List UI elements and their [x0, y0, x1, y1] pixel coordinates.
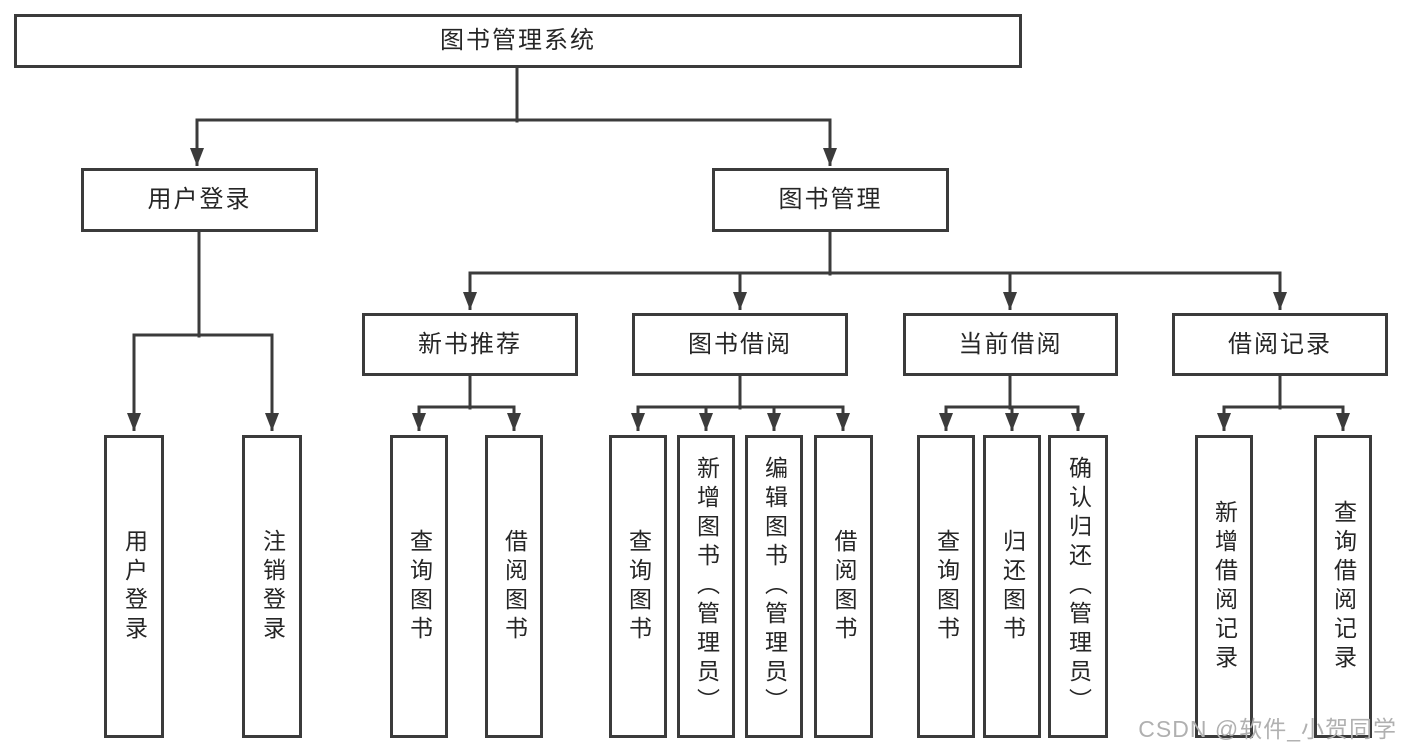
- node-label: 当前借阅: [958, 330, 1063, 358]
- leaf-query-books-1: 查询图书: [390, 435, 448, 738]
- leaf-query-borrowing-record: 查询借阅记录: [1314, 435, 1372, 738]
- node-label: 用户登录: [121, 528, 148, 645]
- leaf-query-books-3: 查询图书: [917, 435, 975, 738]
- node-label: 用户登录: [147, 186, 252, 213]
- node-label: 查询图书: [406, 528, 433, 645]
- leaf-edit-books-admin: 编辑图书（管理员）: [745, 435, 803, 738]
- node-label: 图书管理: [778, 186, 883, 213]
- node-label: 图书借阅: [688, 330, 792, 358]
- node-label: 确认归还（管理员）: [1065, 456, 1092, 717]
- node-user-login: 用户登录: [81, 168, 318, 232]
- watermark: CSDN @软件_小贺同学: [1138, 716, 1397, 742]
- node-label: 查询借阅记录: [1330, 499, 1357, 674]
- connector-lines: [132, 66, 1345, 410]
- node-label: 借阅记录: [1228, 330, 1332, 358]
- leaf-logout-login: 注销登录: [242, 435, 302, 738]
- node-label: 借阅图书: [501, 528, 528, 645]
- leaf-query-books-2: 查询图书: [609, 435, 667, 738]
- node-label: 注销登录: [259, 528, 286, 645]
- node-label: 编辑图书（管理员）: [761, 456, 788, 717]
- node-current-borrowing: 当前借阅: [903, 313, 1118, 376]
- node-library-management-system: 图书管理系统: [14, 14, 1022, 68]
- leaf-add-books-admin: 新增图书（管理员）: [677, 435, 735, 738]
- node-book-management: 图书管理: [712, 168, 949, 232]
- node-borrowing-records: 借阅记录: [1172, 313, 1388, 376]
- node-label: 借阅图书: [831, 528, 857, 645]
- node-label: 图书管理系统: [440, 27, 596, 54]
- node-label: 新增借阅记录: [1211, 499, 1238, 674]
- leaf-confirm-return-admin: 确认归还（管理员）: [1048, 435, 1108, 738]
- node-label: 查询图书: [625, 528, 652, 645]
- node-label: 新增图书（管理员）: [693, 456, 720, 717]
- leaf-user-login: 用户登录: [104, 435, 164, 738]
- leaf-add-borrowing-record: 新增借阅记录: [1195, 435, 1253, 738]
- leaf-return-books: 归还图书: [983, 435, 1041, 738]
- connector-arrows: [127, 120, 1350, 431]
- node-book-borrowing: 图书借阅: [632, 313, 848, 376]
- node-new-book-recommendation: 新书推荐: [362, 313, 578, 376]
- leaf-borrow-books-2: 借阅图书: [814, 435, 873, 738]
- node-label: 查询图书: [933, 528, 960, 645]
- node-label: 归还图书: [999, 528, 1026, 645]
- node-label: 新书推荐: [418, 330, 522, 358]
- leaf-borrow-books-1: 借阅图书: [485, 435, 543, 738]
